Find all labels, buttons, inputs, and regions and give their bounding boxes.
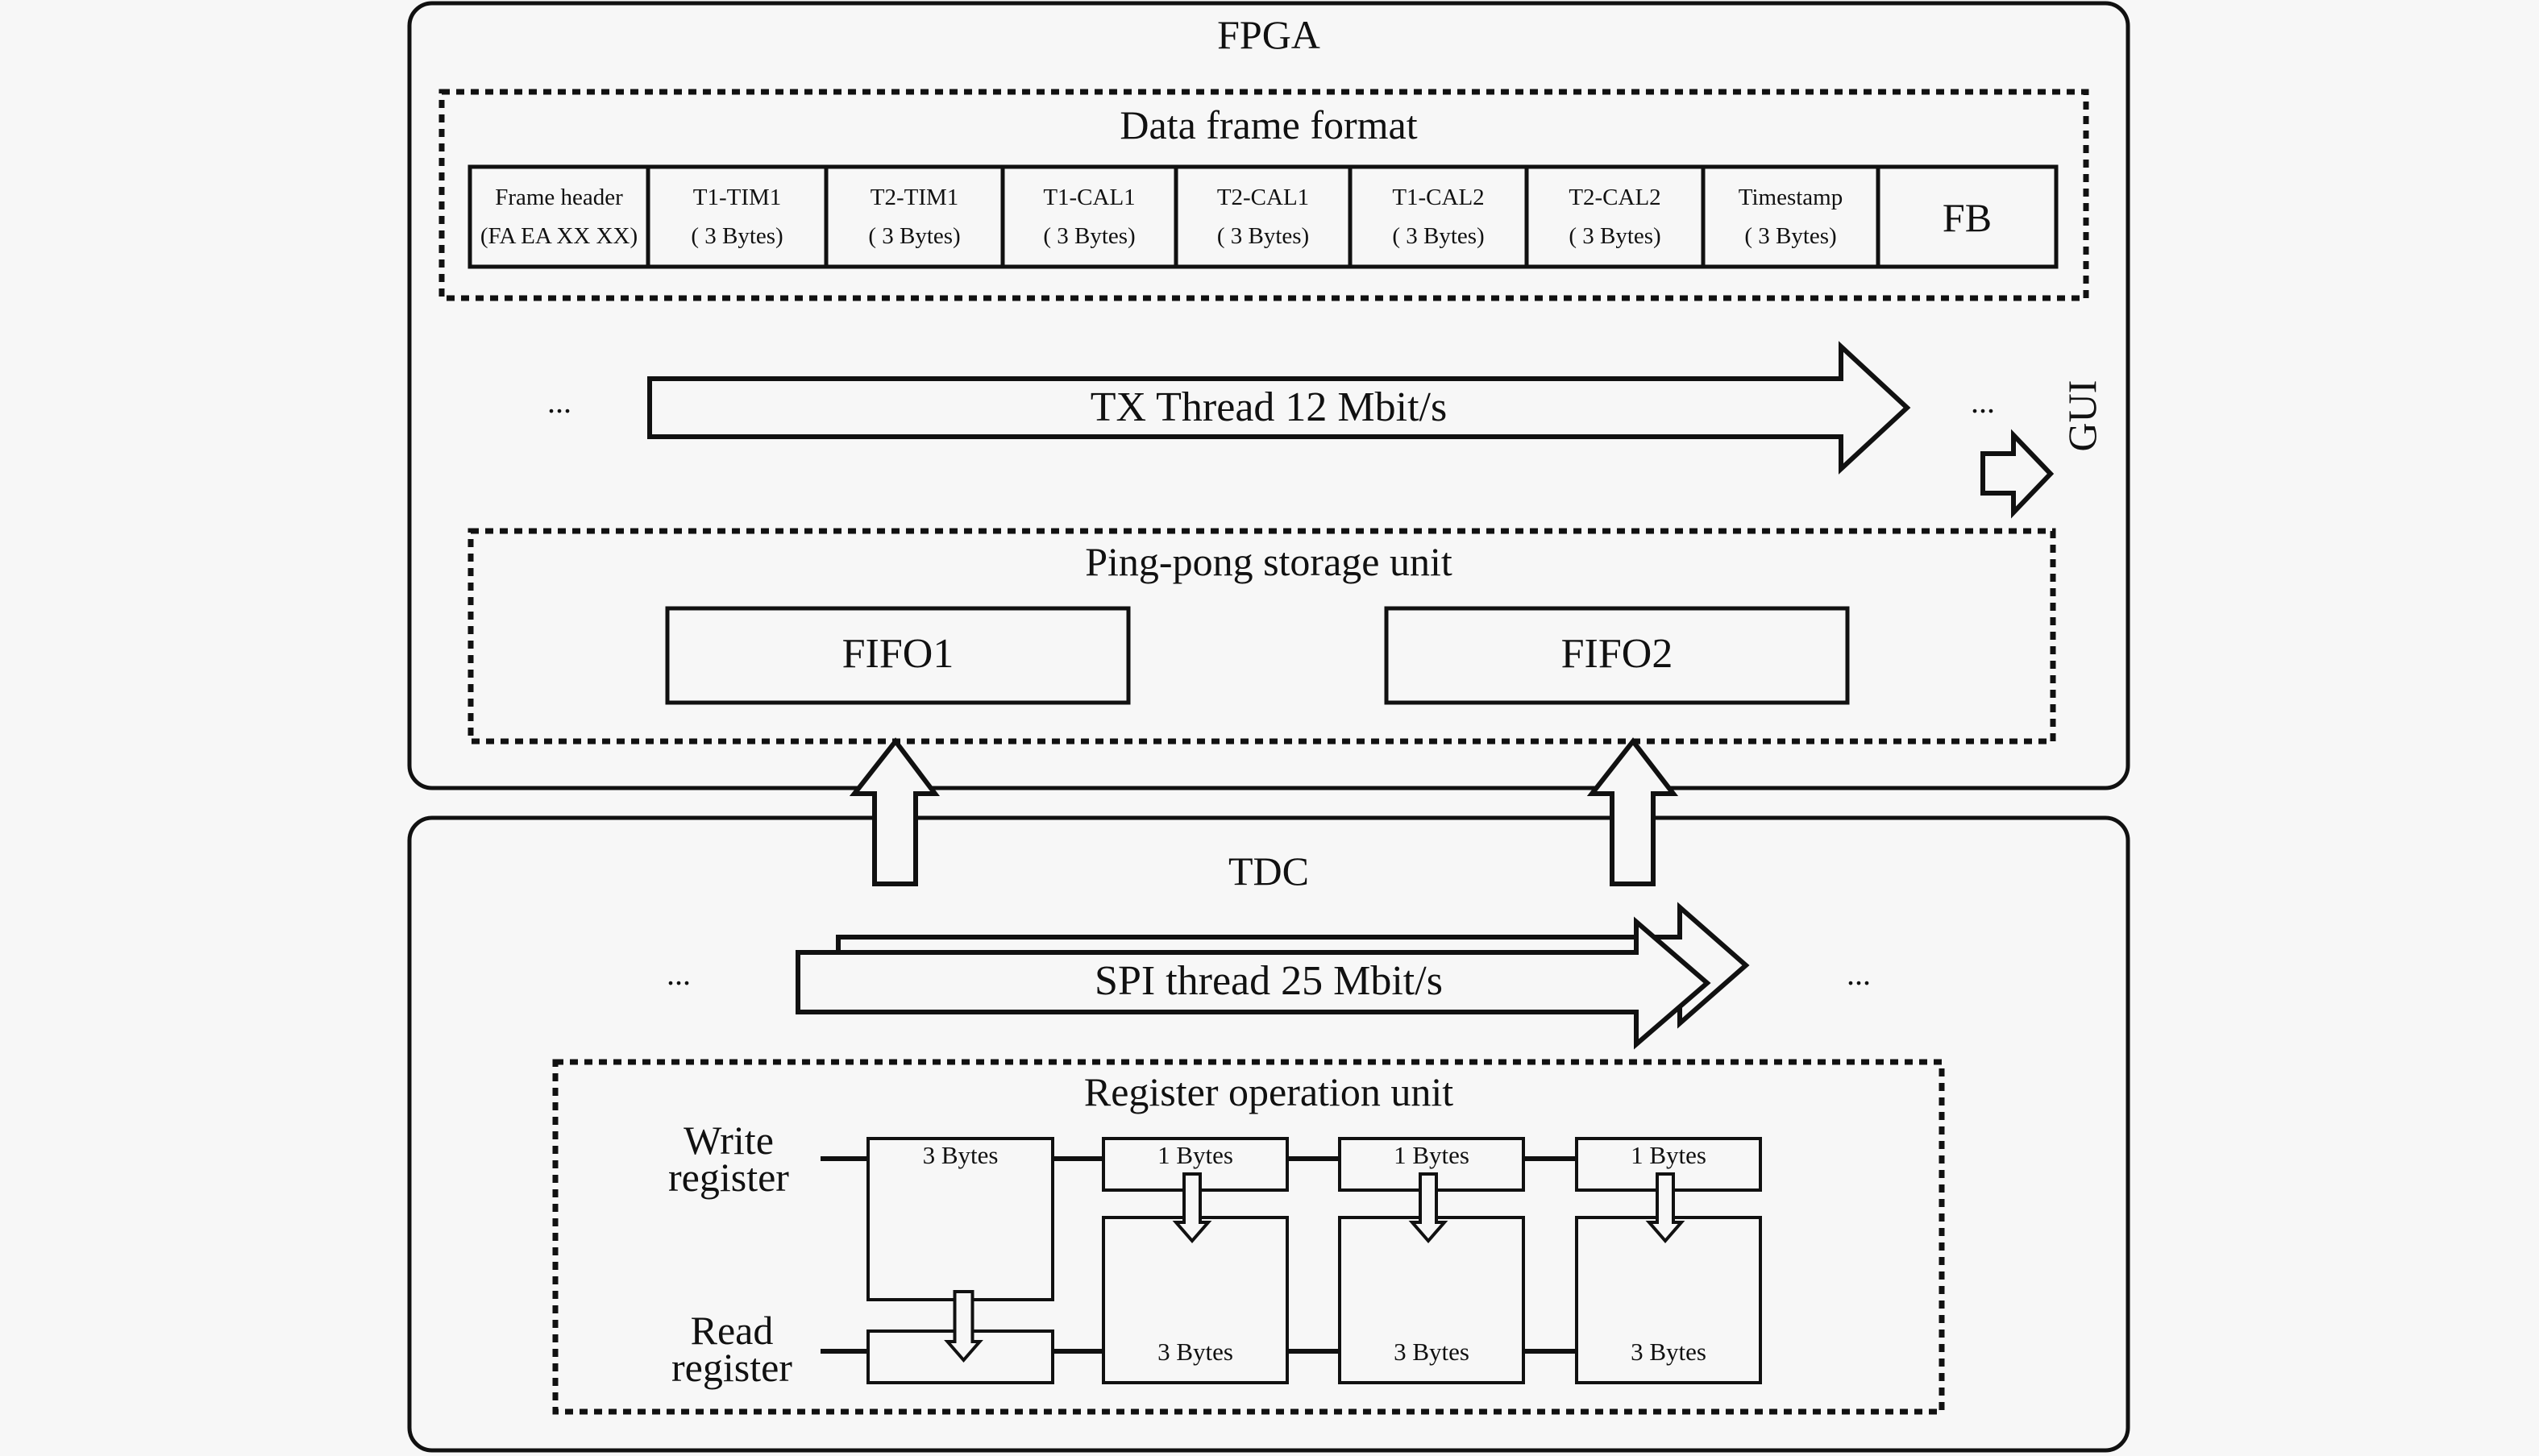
frame-cell-name: T1-CAL1 xyxy=(1043,185,1135,210)
spi-thread-arrow xyxy=(796,916,1711,1050)
spi-ellipsis-left: ... xyxy=(667,956,691,992)
read-cell-size: 3 Bytes xyxy=(1631,1338,1706,1366)
data-frame-table: Frame header (FA EA XX XX) T1-TIM1 ( 3 Byte… xyxy=(467,164,2059,269)
write-cell-size: 1 Bytes xyxy=(1157,1141,1233,1169)
register-unit-title: Register operation unit xyxy=(1084,1069,1453,1114)
read-register-label-line2: register xyxy=(671,1345,792,1390)
tdc-to-fifo2-arrow xyxy=(1586,737,1679,886)
frame-cell-name: T2-TIM1 xyxy=(871,185,959,210)
frame-cell-name: T2-CAL1 xyxy=(1217,185,1309,210)
frame-cell xyxy=(824,164,1005,269)
gui-output-arrow xyxy=(1980,429,2055,519)
write-to-read-arrow xyxy=(944,1290,983,1363)
spi-ellipsis-right: ... xyxy=(1847,956,1871,992)
read-register-cell xyxy=(1102,1216,1289,1384)
frame-cell xyxy=(1000,164,1178,269)
frame-cell-size: ( 3 Bytes) xyxy=(1392,223,1484,249)
tdc-block xyxy=(407,815,2130,1453)
frame-cell-size: ( 3 Bytes) xyxy=(1043,223,1135,249)
fifo2-box xyxy=(1384,606,1850,705)
frame-cell-size: ( 3 Bytes) xyxy=(1744,223,1836,249)
gui-label: GUI xyxy=(2059,380,2105,452)
read-register-cell xyxy=(1338,1216,1525,1384)
tx-thread-arrow xyxy=(647,341,1911,475)
write-to-read-arrow xyxy=(1172,1172,1212,1244)
fifo2-label: FIFO2 xyxy=(1561,631,1673,677)
frame-cell-fb: FB xyxy=(1943,195,1992,240)
read-cell-size: 3 Bytes xyxy=(1394,1338,1469,1366)
fpga-block xyxy=(407,1,2130,790)
fifo1-box xyxy=(665,606,1131,705)
frame-cell-name: T1-CAL2 xyxy=(1392,185,1484,210)
tx-ellipsis-right: ... xyxy=(1971,384,1995,420)
tdc-title: TDC xyxy=(1228,848,1309,894)
register-grid: 3 Bytes 1 Bytes 3 Bytes 1 Bytes 3 Bytes 1 Byt… xyxy=(821,1137,1762,1384)
frame-cell-size: (FA EA XX XX) xyxy=(480,223,638,249)
write-register-cell xyxy=(866,1137,1054,1301)
frame-cell-size: ( 3 Bytes) xyxy=(868,223,960,249)
frame-cell xyxy=(467,164,650,269)
ping-pong-title: Ping-pong storage unit xyxy=(1085,539,1452,584)
ping-pong-storage-group xyxy=(467,528,2056,745)
frame-cell xyxy=(646,164,829,269)
write-cell-size: 1 Bytes xyxy=(1631,1141,1706,1169)
write-register-label-line2: register xyxy=(668,1155,789,1200)
tx-thread-label: TX Thread 12 Mbit/s xyxy=(1091,384,1447,430)
write-to-read-arrow xyxy=(1645,1172,1685,1244)
frame-cell xyxy=(1701,164,1880,269)
fifo1-label: FIFO1 xyxy=(842,631,954,677)
frame-cell-size: ( 3 Bytes) xyxy=(1569,223,1660,249)
read-cell-size: 3 Bytes xyxy=(1157,1338,1233,1366)
frame-cell-name: Timestamp xyxy=(1739,185,1843,210)
frame-cell-size: ( 3 Bytes) xyxy=(691,223,783,249)
read-register-cell xyxy=(1575,1216,1762,1384)
data-frame-title: Data frame format xyxy=(1120,102,1417,147)
tx-ellipsis-left: ... xyxy=(547,384,571,420)
write-cell-size: 1 Bytes xyxy=(1394,1141,1469,1169)
write-cell-size: 3 Bytes xyxy=(923,1141,999,1169)
frame-cell-name: T1-TIM1 xyxy=(693,185,782,210)
frame-cell xyxy=(1524,164,1706,269)
write-register-label-line1: Write xyxy=(684,1118,774,1163)
frame-cell xyxy=(1876,164,2059,269)
frame-cell xyxy=(1174,164,1353,269)
frame-cell-name: Frame header xyxy=(495,185,623,210)
register-operation-group xyxy=(552,1059,1945,1415)
read-register-label-line1: Read xyxy=(691,1308,774,1353)
spi-thread-label: SPI thread 25 Mbit/s xyxy=(1095,958,1443,1004)
tdc-to-fifo1-arrow xyxy=(849,737,941,886)
write-to-read-arrow xyxy=(1408,1172,1448,1244)
frame-cell xyxy=(1348,164,1529,269)
fpga-title: FPGA xyxy=(1217,12,1320,57)
frame-cell-name: T2-CAL2 xyxy=(1569,185,1660,210)
data-frame-group xyxy=(438,89,2089,301)
frame-cell-size: ( 3 Bytes) xyxy=(1217,223,1309,249)
